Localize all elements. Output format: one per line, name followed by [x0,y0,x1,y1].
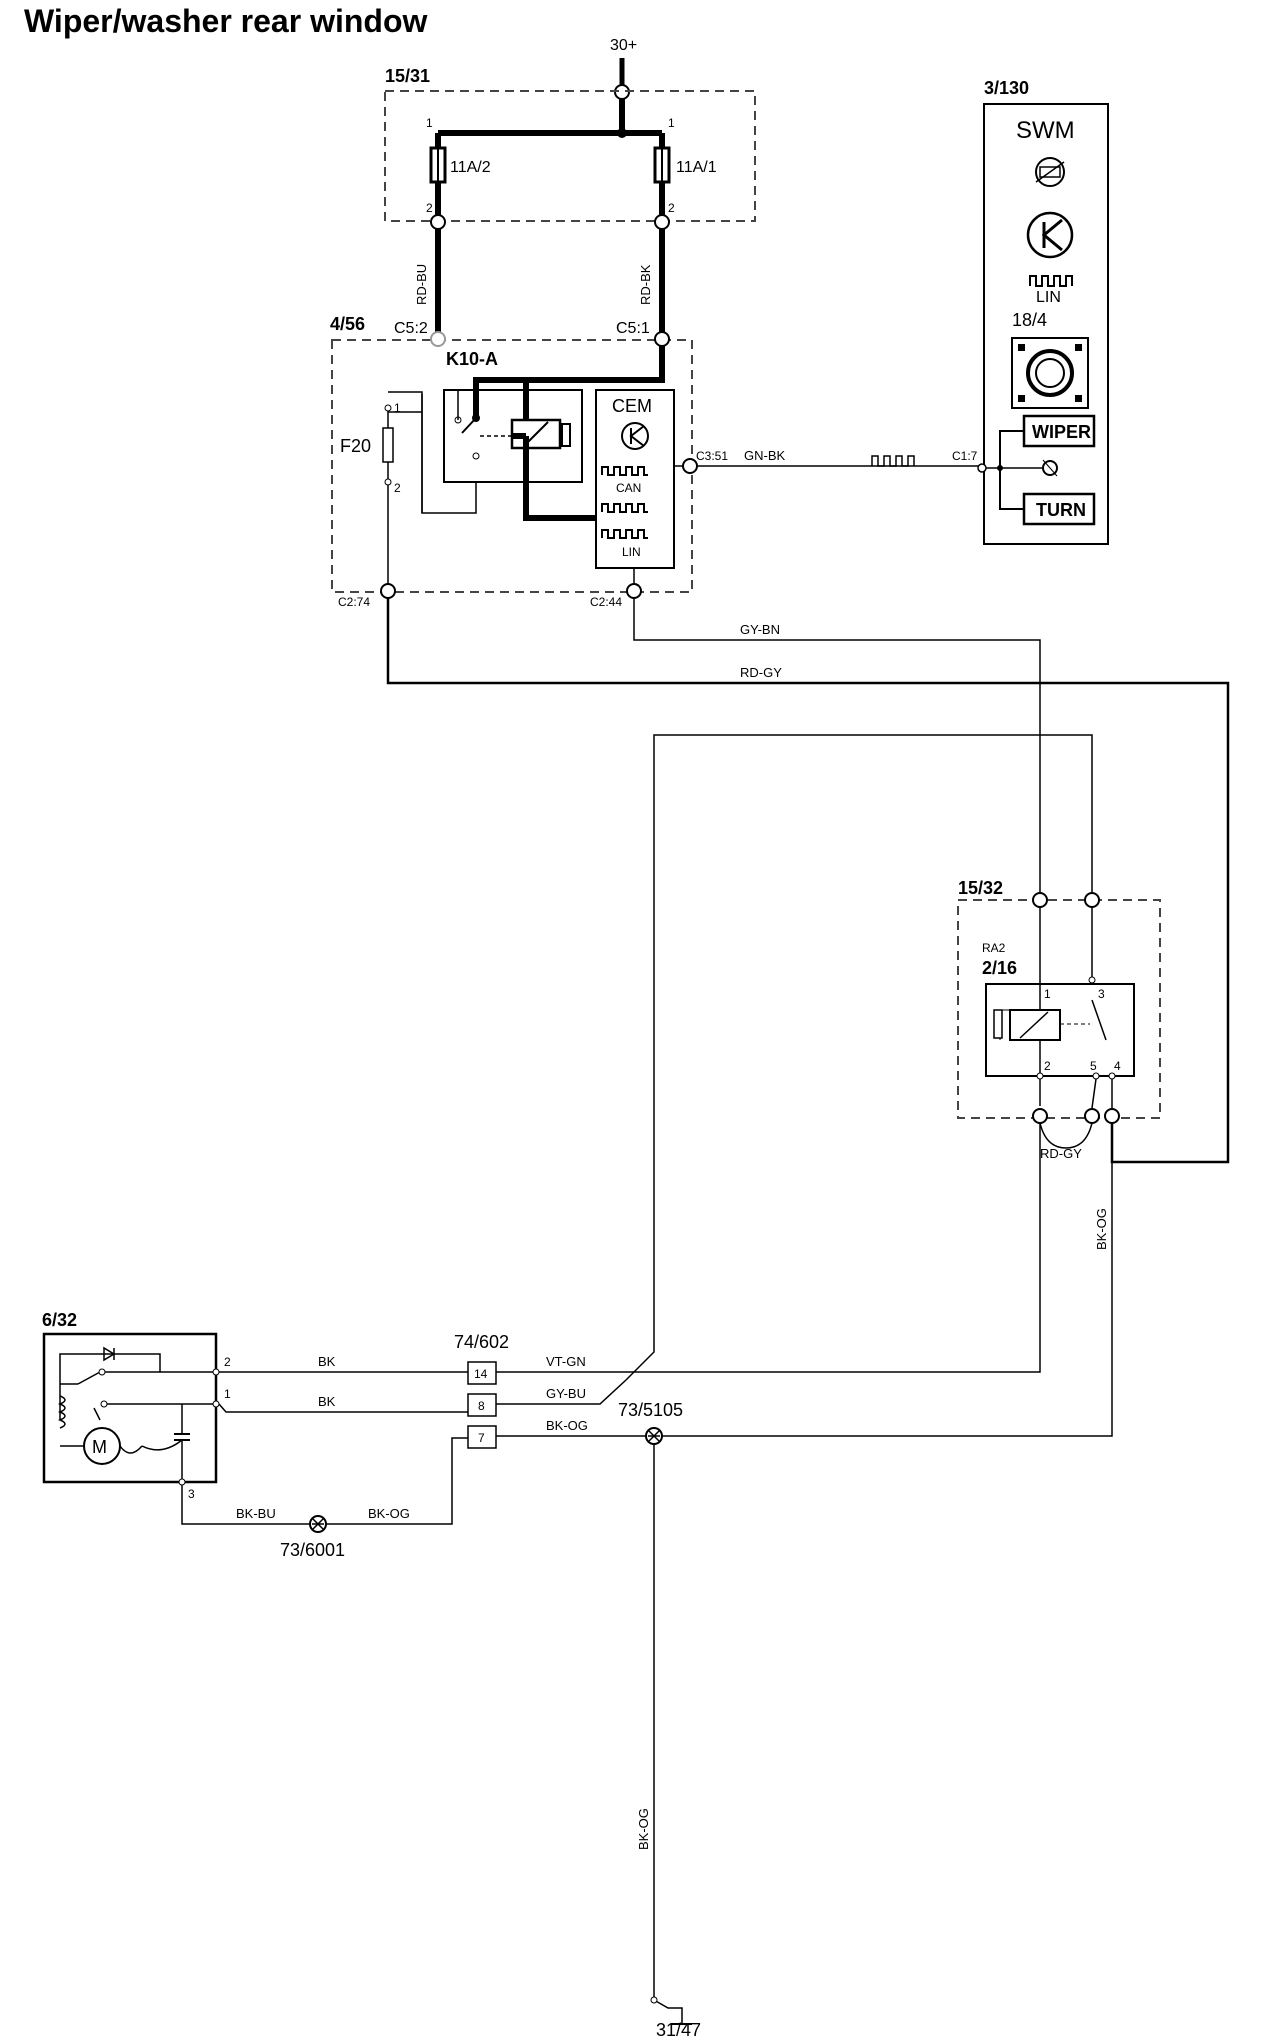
svg-text:BK-OG: BK-OG [368,1506,410,1521]
wire-bk-2 [218,1403,468,1413]
splice-73-5105: 73/5105 [618,1400,683,1445]
wiper-button [1022,414,1096,448]
svg-text:BK-OG: BK-OG [1094,1208,1109,1250]
svg-text:73/5105: 73/5105 [618,1400,683,1420]
svg-text:7: 7 [478,1431,485,1445]
swm-id: 3/130 [984,78,1029,98]
motor-outline [42,1332,218,1484]
wire-bk-bu [181,1437,468,1525]
coil-icon [57,1395,66,1429]
svg-text:2: 2 [1044,1059,1051,1073]
ground-label: 31/47 [656,2020,701,2040]
svg-text:C2:74: C2:74 [338,595,370,609]
lin-signal-icon [601,529,648,539]
swm-sub-id: 18/4 [1012,310,1047,330]
svg-text:M: M [92,1437,107,1457]
relay-k10a-label: K10-A [446,349,498,369]
fuse-f20-icon [382,427,394,463]
svg-text:C1:7: C1:7 [952,449,978,463]
svg-text:CAN: CAN [616,481,641,495]
svg-text:4: 4 [1114,1059,1121,1073]
svg-text:1: 1 [668,116,675,130]
svg-text:BK: BK [318,1394,336,1409]
swm-lin-icon [1029,275,1073,287]
motor-id: 6/32 [42,1310,77,1330]
svg-text:3: 3 [188,1487,195,1501]
wire-bk-og-vertical [484,1123,1113,1437]
wiper-motor-6-32: 6/32 M 2 1 3 [42,1310,231,1501]
svg-text:5: 5 [1090,1059,1097,1073]
svg-text:GY-BN: GY-BN [740,622,780,637]
svg-text:C5:2: C5:2 [394,320,428,337]
splice-73-6001: 73/6001 [280,1515,345,1560]
cem-label: CEM [612,396,652,416]
svg-text:GN-BK: GN-BK [744,448,786,463]
fuse-right-label: 11A/1 [676,159,717,176]
connector-id: 74/602 [454,1332,509,1352]
svg-text:1: 1 [1044,987,1051,1001]
cem-control-unit [595,389,675,569]
svg-text:3: 3 [1098,987,1105,1001]
ground-31-47: 31/47 [650,1996,701,2040]
svg-text:C2:44: C2:44 [590,595,622,609]
svg-text:C3:51: C3:51 [696,449,728,463]
swm-label: SWM [1016,117,1075,144]
svg-text:1: 1 [394,401,401,415]
svg-text:LIN: LIN [1036,289,1061,306]
connector-74-602: 74/602 14 8 7 [454,1332,509,1449]
svg-text:C5:1: C5:1 [616,320,650,337]
cem-module-id: 4/56 [330,314,365,334]
relay-id: 2/16 [982,958,1017,978]
svg-text:RD-BU: RD-BU [414,264,429,305]
diode-icon [103,1346,116,1362]
fuse-f20-label: F20 [340,436,371,456]
svg-text:2: 2 [668,201,675,215]
svg-text:1: 1 [426,116,433,130]
svg-text:BK-OG: BK-OG [636,1808,651,1850]
svg-text:BK-OG: BK-OG [546,1418,588,1433]
svg-text:RD-BK: RD-BK [638,264,653,305]
relay-box-15-32: 15/32 RA2 2/16 1 3 2 5 4 [957,878,1161,1124]
svg-text:2: 2 [426,201,433,215]
svg-text:8: 8 [478,1399,485,1413]
fusebox-outline [384,90,756,222]
relay-k10a-icon [443,389,583,483]
fusebox-id: 15/31 [385,66,430,86]
fusebox-15-31: 30+ 15/31 1 2 11A/2 1 2 11A/1 [384,37,756,230]
svg-text:RA2: RA2 [982,941,1006,955]
svg-text:1: 1 [224,1387,231,1401]
svg-text:2: 2 [394,481,401,495]
svg-text:LIN: LIN [622,545,641,559]
wiper-symbol-icon [1035,157,1065,187]
svg-text:BK: BK [318,1354,336,1369]
steering-button-icon [1026,349,1074,397]
svg-text:TURN: TURN [1036,500,1086,520]
wire-rd-gy-bridge [1039,1122,1093,1149]
supply-label: 30+ [610,37,637,54]
svg-text:WIPER: WIPER [1032,422,1091,442]
wire-rd-gy [386,598,1230,1164]
can-signal-icon [601,466,648,476]
wire-vt-gn-return [625,734,1093,1381]
svg-text:2: 2 [224,1355,231,1369]
transistor-icon [621,422,649,450]
fuse-left-label: 11A/2 [450,159,491,176]
svg-text:RD-GY: RD-GY [740,665,782,680]
diagram-title: Wiper/washer rear window [24,3,427,39]
turn-button [1022,492,1096,526]
wire-gy-bu [484,1379,627,1405]
wire-gy-bn [633,598,1041,892]
swm-transistor-icon [1026,211,1074,259]
svg-text:GY-BU: GY-BU [546,1386,586,1401]
relay-box-id: 15/32 [958,878,1003,898]
svg-text:BK-BU: BK-BU [236,1506,276,1521]
svg-text:RD-GY: RD-GY [1040,1146,1082,1161]
svg-text:VT-GN: VT-GN [546,1354,586,1369]
svg-text:14: 14 [474,1367,488,1381]
svg-text:73/6001: 73/6001 [280,1540,345,1560]
wire-vt-gn [484,1123,1041,1373]
cem-module-4-56: 4/56 C5:2 C5:1 K10-A F20 1 2 [330,314,728,609]
swm-3-130: 3/130 SWM LIN 18/4 WIPER TURN C1:7 [952,78,1109,545]
